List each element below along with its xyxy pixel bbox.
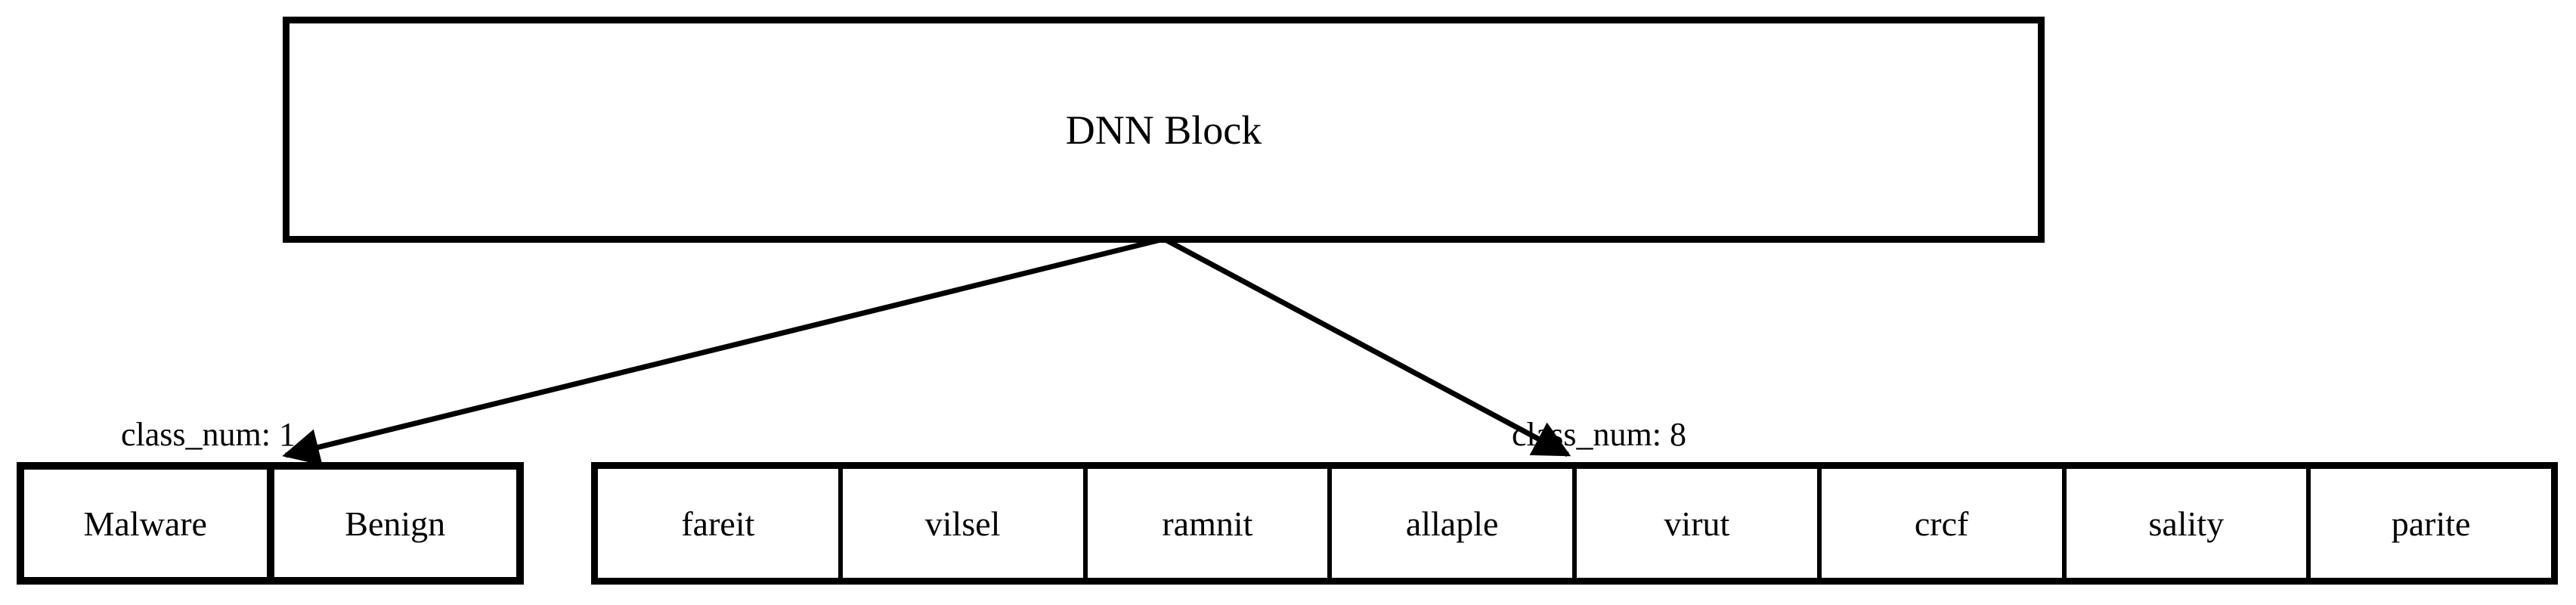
multiclass-output-row: fareit vilsel ramnit allaple virut crcf …: [591, 462, 2558, 585]
dnn-block-label: DNN Block: [1065, 107, 1262, 153]
output-cell-malware: Malware: [24, 470, 267, 577]
binary-output-row: Malware Benign: [17, 462, 524, 585]
dnn-block-box: DNN Block: [283, 17, 2045, 243]
output-cell-ramnit: ramnit: [1082, 469, 1328, 578]
output-cell-parite: parite: [2306, 469, 2551, 578]
multiclass-class-num-text: class_num: 8: [1512, 416, 1686, 453]
arrow-to-multiclass-output: [1163, 236, 1571, 458]
binary-class-num-text: class_num: 1: [121, 416, 296, 453]
output-cell-crcf: crcf: [1816, 469, 2062, 578]
output-cell-vilsel: vilsel: [838, 469, 1083, 578]
output-cell-sality: sality: [2061, 469, 2307, 578]
arrow-to-binary-output: [282, 236, 1165, 466]
output-cell-allaple: allaple: [1327, 469, 1572, 578]
output-cell-virut: virut: [1572, 469, 1817, 578]
output-cell-benign: Benign: [266, 470, 516, 577]
output-cell-fareit: fareit: [598, 469, 838, 578]
